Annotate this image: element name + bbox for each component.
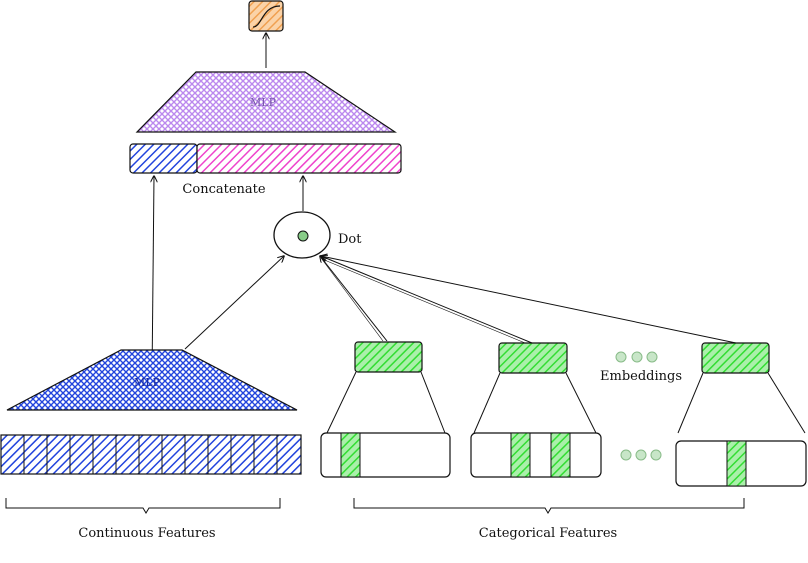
continuous-features-brace [5,498,281,514]
embedding-3 [677,342,806,434]
arrow-bottom-mlp-to-dot [184,256,284,350]
bottom-mlp-label: MLP [134,376,161,389]
dot-label: Dot [338,232,362,247]
concatenated-vector [129,143,402,174]
embeddings-ellipsis [615,351,658,363]
embedding-1 [326,341,446,434]
bottom-mlp: MLP [6,349,298,411]
arrow-bottom-mlp-to-concat [152,176,154,379]
categorical-feature-2 [470,432,602,478]
sigmoid-curve-icon [252,5,281,28]
dot-product-node [273,211,331,259]
categorical-feature-1 [320,432,451,478]
top-mlp-label: MLP [250,96,277,109]
output-sigmoid-node [248,0,284,32]
dense-segment [129,143,198,174]
embedding-2 [473,342,597,434]
concatenate-label: Concatenate [182,182,265,197]
categorical-feature-3 [675,440,807,487]
categorical-features-brace [353,498,745,514]
dot-operator-icon [297,230,309,242]
interaction-segment [196,143,402,174]
categorical-features-label: Categorical Features [479,526,617,541]
categorical-ellipsis [620,449,662,461]
arrows-embeddings-to-dot [320,256,737,346]
top-mlp: MLP [135,71,397,133]
embeddings-label: Embeddings [600,369,682,384]
continuous-features-label: Continuous Features [78,526,215,541]
continuous-feature-vector [0,434,302,475]
